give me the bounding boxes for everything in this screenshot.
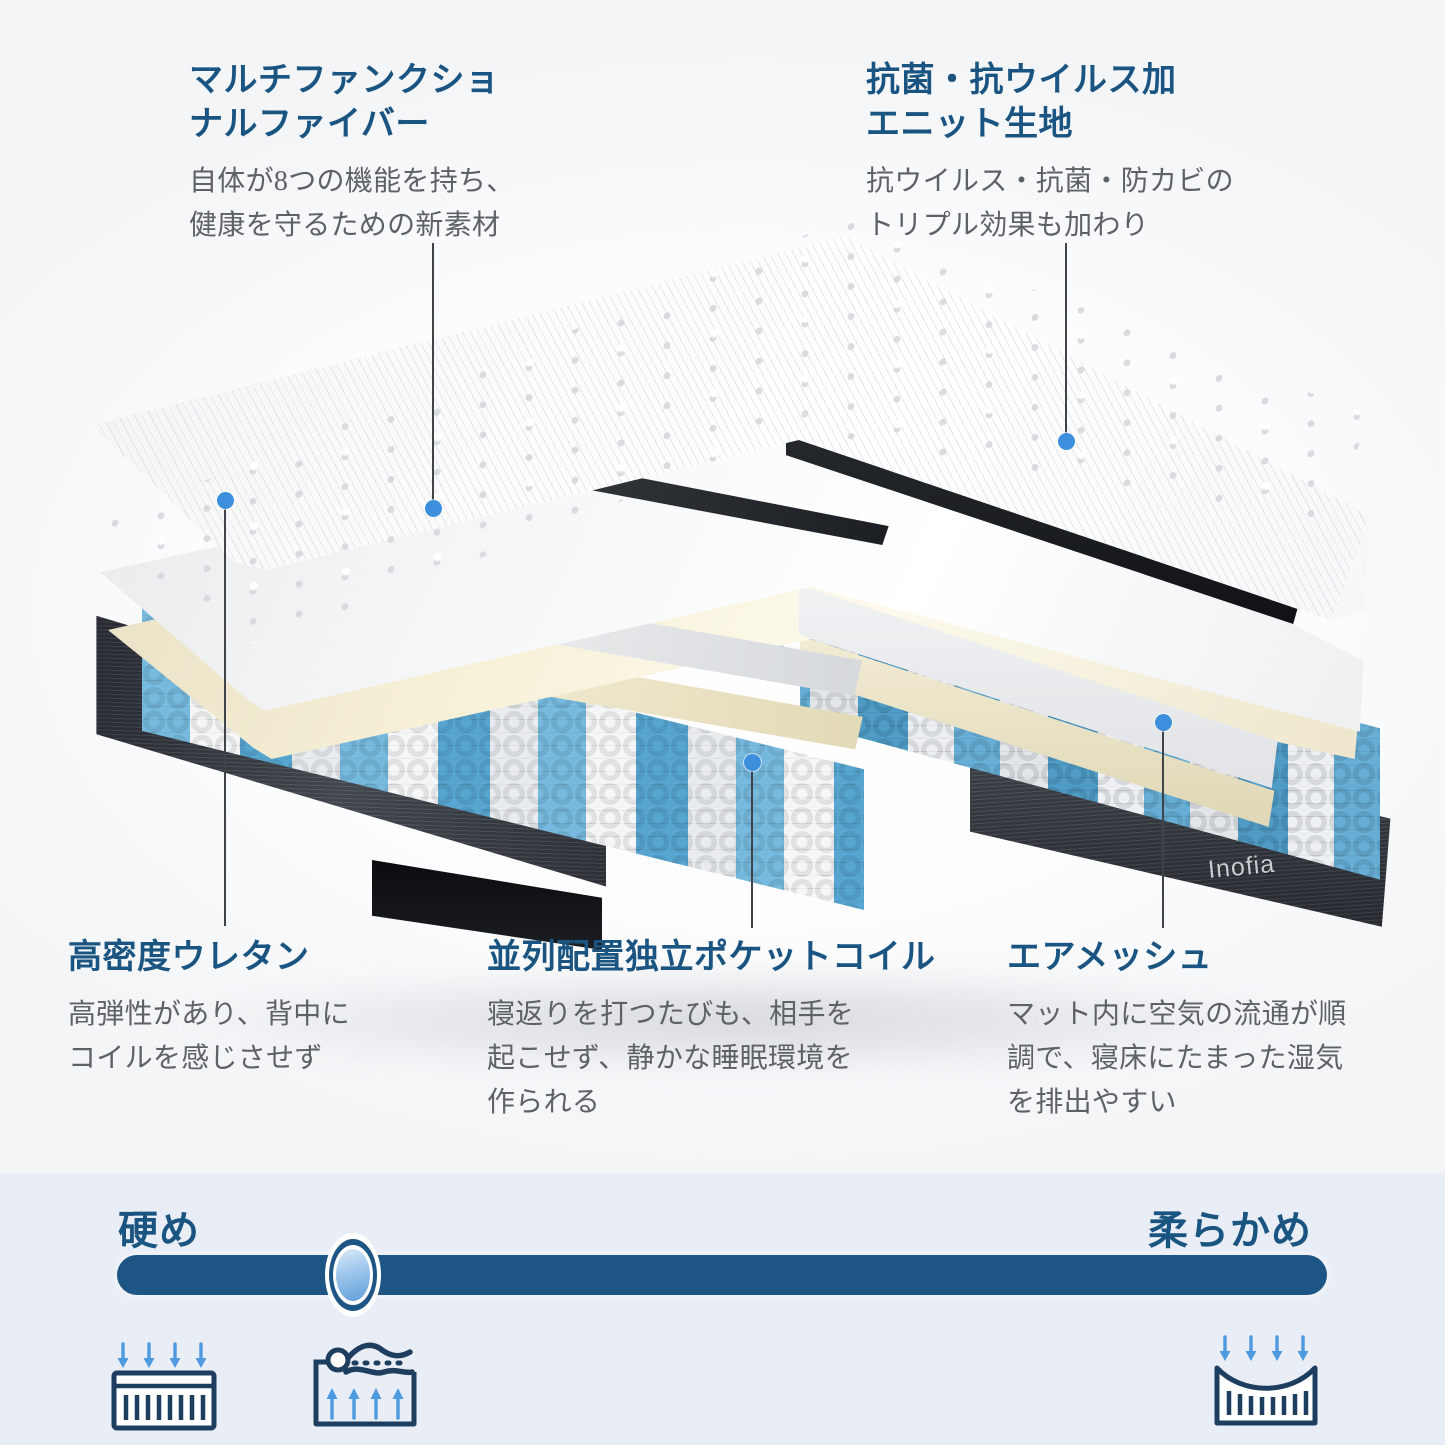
ground-shadow: [150, 960, 1330, 1080]
callout-dot-antibacterial-knit: [1058, 433, 1075, 450]
callout-body: マット内に空気の流通が順 調で、寝床にたまった湿気 を排出やすい: [1007, 999, 1347, 1118]
leader-line-antibacterial-knit: [1065, 243, 1067, 443]
mattress-exploded-illustration: Inofia: [0, 170, 1445, 1080]
callout-body: 寝返りを打つたびも、相手を 起こせず、静かな睡眠環境を 作られる: [487, 999, 855, 1118]
callout-heading: マルチファンクショ ナルファイバー: [189, 61, 500, 143]
firmness-slider-knob[interactable]: [325, 1233, 381, 1317]
firmness-label-firm: 硬め: [118, 1209, 200, 1253]
callout-heading: 抗菌・抗ウイルス加 エニット生地: [866, 61, 1177, 143]
leader-line-high-density-urethane: [224, 508, 226, 926]
callout-body: 抗ウイルス・抗菌・防カビの トリプル効果も加わり: [866, 166, 1234, 241]
callout-body: 自体が8つの機能を持ち、 健康を守るための新素材: [189, 166, 515, 241]
callout-air-mesh: エアメッシュ マット内に空気の流通が順 調で、寝床にたまった湿気 を排出やすい: [1007, 935, 1427, 1125]
callout-dot-air-mesh: [1155, 714, 1172, 731]
leader-line-pocket-coil: [751, 770, 753, 928]
callout-body: 高弾性があり、背中に コイルを感じさせず: [68, 999, 350, 1074]
firmness-label-soft: 柔らかめ: [1148, 1209, 1312, 1253]
leader-line-multifunctional-fiber: [432, 243, 434, 509]
callout-heading: 高密度ウレタン: [68, 938, 310, 976]
knob-core: [336, 1249, 370, 1301]
callout-high-density-urethane: 高密度ウレタン 高弾性があり、背中に コイルを感じさせず: [68, 935, 468, 1081]
leader-line-air-mesh: [1162, 730, 1164, 928]
firm-mattress-icon: [110, 1340, 228, 1437]
body-support-mattress-icon: [310, 1330, 432, 1437]
knit-cover-layer: [92, 230, 1377, 650]
callout-heading: 並列配置独立ポケットコイル: [487, 938, 936, 976]
soft-mattress-icon: [1212, 1335, 1330, 1436]
callout-multifunctional-fiber: マルチファンクショ ナルファイバー 自体が8つの機能を持ち、 健康を守るための新…: [189, 58, 609, 248]
callout-dot-multifunctional-fiber: [425, 500, 442, 517]
callout-antibacterial-knit: 抗菌・抗ウイルス加 エニット生地 抗ウイルス・抗菌・防カビの トリプル効果も加わ…: [866, 58, 1336, 248]
firmness-panel: [0, 1173, 1445, 1445]
firmness-slider-track[interactable]: [117, 1255, 1327, 1295]
callout-dot-pocket-coil: [744, 754, 761, 771]
callout-dot-high-density-urethane: [217, 492, 234, 509]
callout-pocket-coil: 並列配置独立ポケットコイル 寝返りを打つたびも、相手を 起こせず、静かな睡眠環境…: [487, 935, 957, 1125]
callout-heading: エアメッシュ: [1007, 938, 1213, 976]
